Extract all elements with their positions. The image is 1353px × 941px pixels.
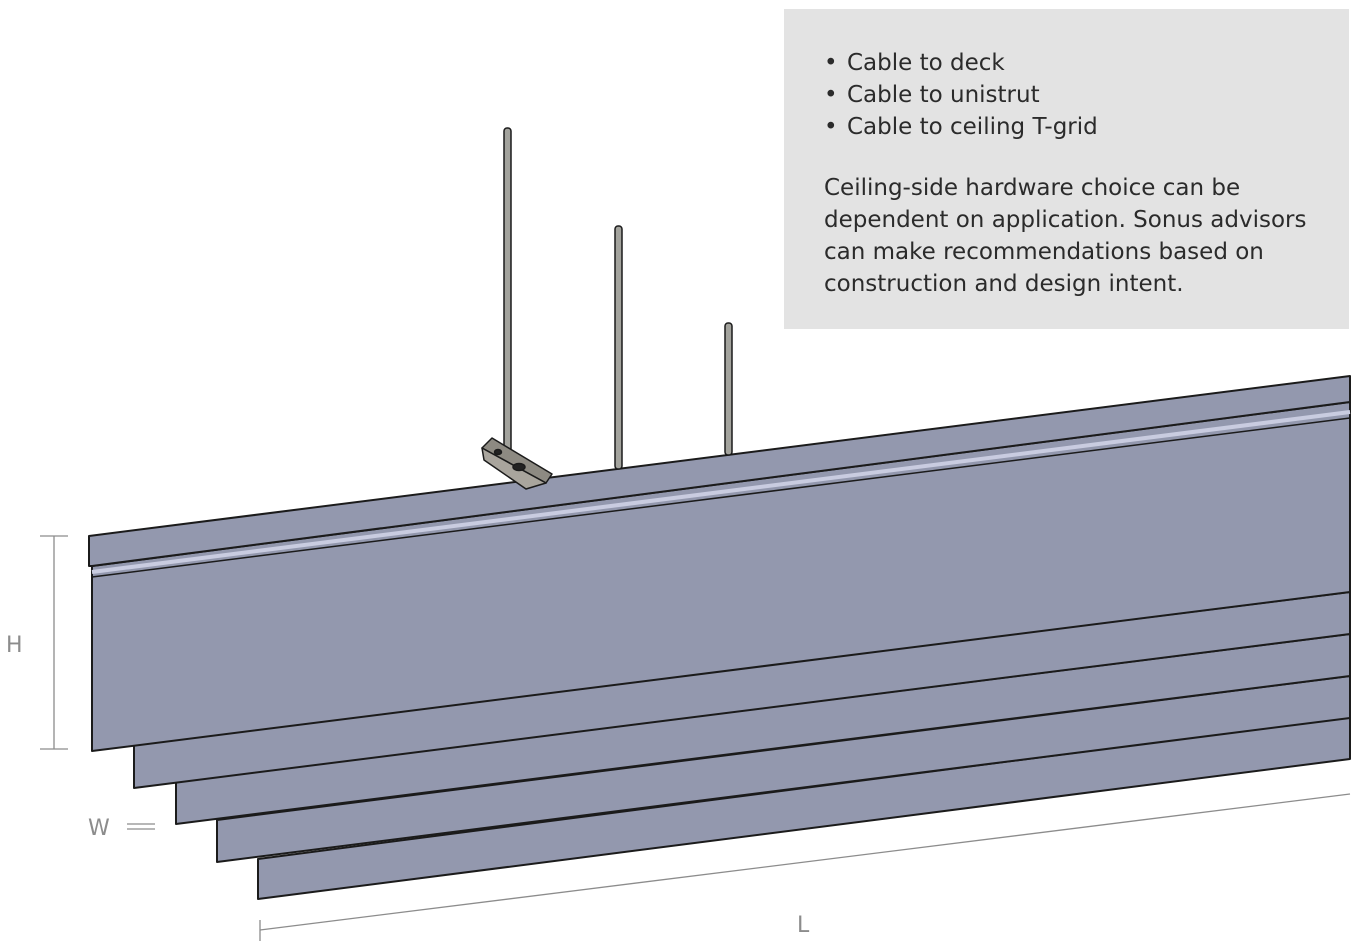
width-label: W — [88, 816, 110, 841]
hardware-description: Ceiling-side hardware choice can be depe… — [824, 175, 1307, 297]
option-cable-to-deck: Cable to deck — [847, 50, 1005, 76]
lower-blades — [133, 591, 1351, 900]
cable-rod-3 — [724, 322, 733, 456]
length-dimension — [259, 793, 1351, 941]
main-blade — [88, 375, 1351, 752]
bullet-icon: • — [824, 114, 838, 140]
list-item: • Cable to ceiling T-grid — [824, 111, 1349, 143]
height-label: H — [6, 633, 23, 658]
bullet-icon: • — [824, 50, 838, 76]
width-dimension — [127, 823, 155, 830]
length-label: L — [797, 913, 810, 938]
main-blade-top-flange — [88, 375, 1351, 567]
cable-rod-1 — [503, 127, 512, 464]
bullet-icon: • — [824, 82, 838, 108]
cable-rod-2 — [614, 225, 623, 470]
hardware-info-panel: • Cable to deck • Cable to unistrut • Cable… — [784, 9, 1349, 329]
option-cable-to-t-grid: Cable to ceiling T-grid — [847, 114, 1098, 140]
list-item: • Cable to deck — [824, 47, 1349, 79]
option-cable-to-unistrut: Cable to unistrut — [847, 82, 1040, 108]
mounting-bracket — [481, 437, 553, 490]
list-item: • Cable to unistrut — [824, 79, 1349, 111]
height-dimension — [40, 535, 68, 750]
hardware-options-list: • Cable to deck • Cable to unistrut • Cable… — [824, 47, 1349, 143]
hanging-cables — [503, 127, 733, 470]
